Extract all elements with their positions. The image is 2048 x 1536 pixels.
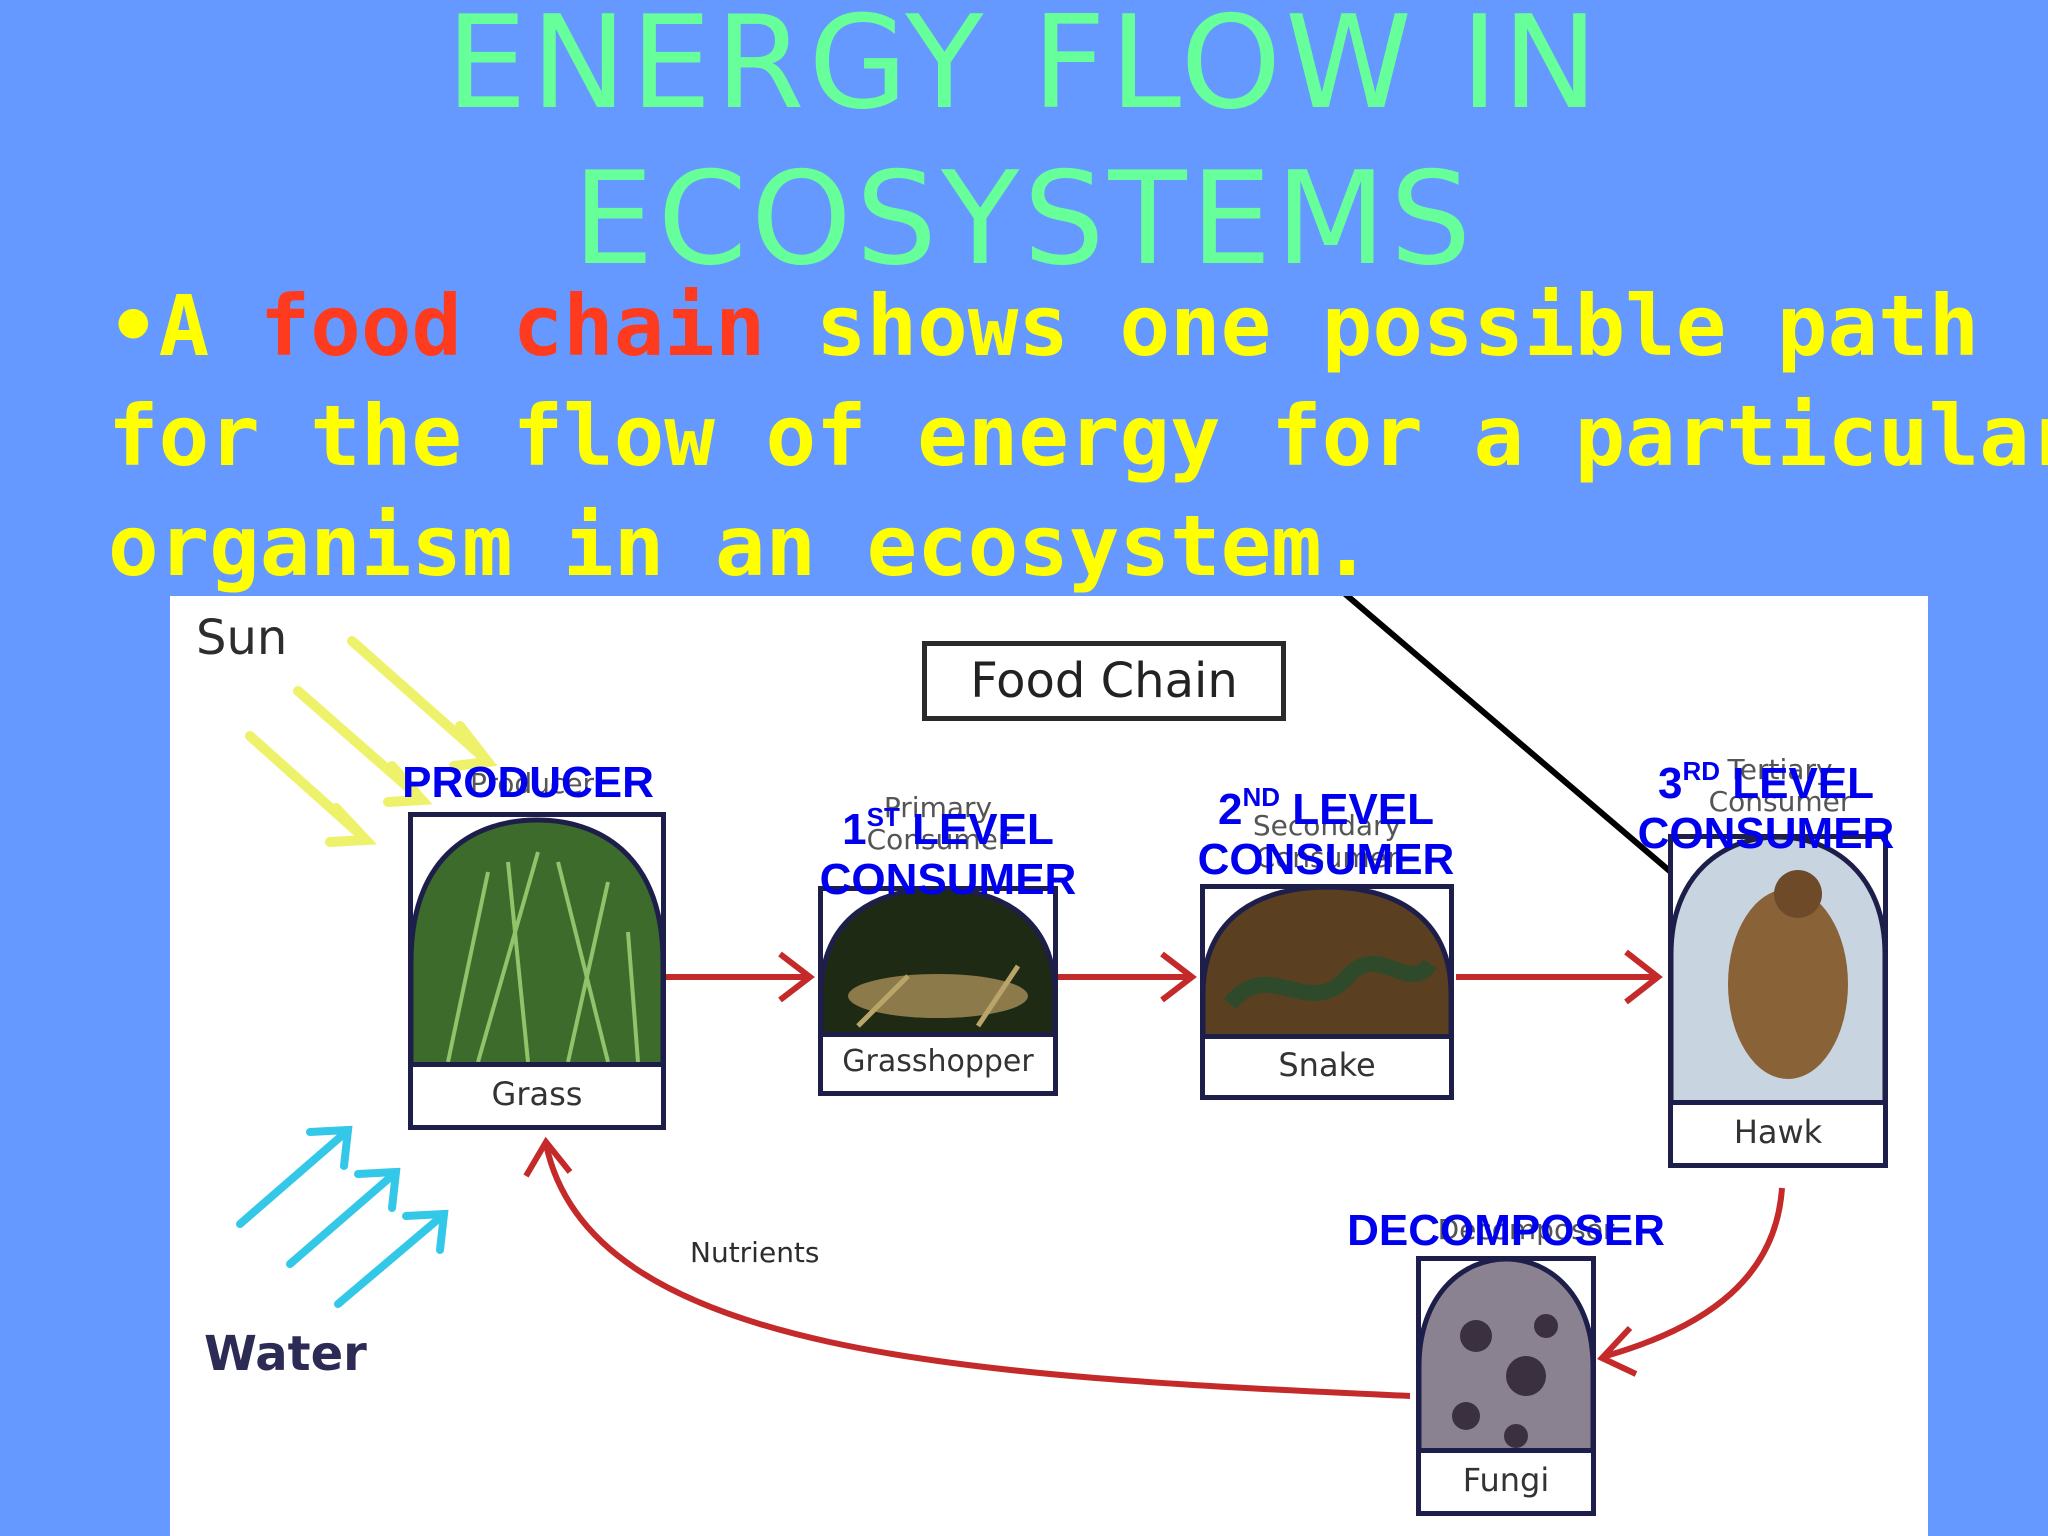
grass-caption: Grass: [413, 1062, 661, 1125]
grasshopper-original-label-1: Primary: [883, 791, 993, 824]
second-level-sup: ND: [1242, 782, 1280, 812]
food-chain-arrows: [523, 949, 1785, 1399]
snake-caption: Snake: [1205, 1034, 1449, 1095]
hawk-original-label-2: Consumer: [1708, 785, 1852, 818]
first-level-line2: CONSUMER: [819, 855, 1077, 904]
hawk-caption: Hawk: [1673, 1100, 1883, 1163]
body-line-2: for the flow of energy for a particular: [108, 387, 2048, 485]
title-line-1: ENERGY FLOW IN: [446, 0, 1602, 138]
water-arrows-icon: [236, 1125, 449, 1308]
third-level-num: 3: [1657, 759, 1683, 808]
grass-card: Grass: [408, 812, 666, 1130]
grasshopper-card: Grasshopper: [818, 886, 1058, 1096]
hawk-original-label-1: Tertiary: [1727, 753, 1833, 786]
body-line-3: organism in an ecosystem.: [108, 497, 1373, 595]
third-level-sup: RD: [1682, 756, 1720, 786]
third-level-rest: LEVEL: [1720, 759, 1875, 808]
second-level-rest: LEVEL: [1280, 785, 1435, 834]
grass-image: [408, 817, 666, 1080]
water-label: Water: [204, 1326, 367, 1382]
decomposer-original-label: Decomposer: [1437, 1213, 1615, 1246]
decomposer-label: DECOMPOSER: [1347, 1206, 1665, 1255]
title-line-2: ECOSYSTEMS: [572, 145, 1476, 294]
second-level-line2: CONSUMER: [1197, 835, 1455, 884]
sun-rays-icon: [245, 636, 498, 847]
snake-original-label-1: Secondary: [1252, 809, 1402, 842]
snake-image: [1200, 884, 1454, 1043]
nutrients-label: Nutrients: [690, 1236, 820, 1269]
first-level-sup: ST: [866, 802, 900, 832]
sun-label: Sun: [196, 610, 288, 666]
bullet: •A: [108, 277, 260, 375]
second-level-num: 2: [1217, 785, 1243, 834]
producer-original-label: Producer: [470, 767, 595, 800]
body-line-1: •A food chain shows one possible path: [108, 272, 2008, 380]
snake-original-label-2: Consumer: [1255, 841, 1399, 874]
third-level-line2: CONSUMER: [1637, 809, 1895, 858]
fungi-image: [1416, 1256, 1596, 1465]
grasshopper-image: [818, 886, 1058, 1045]
hawk-image: [1668, 834, 1888, 1113]
food-chain-highlight: food chain: [259, 277, 766, 375]
first-level-rest: LEVEL: [899, 805, 1054, 854]
food-chain-heading: Food Chain: [922, 641, 1286, 721]
first-level-num: 1: [842, 805, 867, 854]
fungi-card: Fungi: [1416, 1256, 1596, 1516]
body-line-1-rest: shows one possible path: [765, 277, 1980, 375]
snake-card: Snake: [1200, 884, 1454, 1100]
grasshopper-original-label-2: Consumer: [866, 823, 1010, 856]
food-chain-diagram: Sun Water Nutrients Food Chain Grass Pro…: [170, 596, 1928, 1536]
grasshopper-caption: Grasshopper: [823, 1032, 1053, 1091]
producer-label: PRODUCER: [402, 758, 654, 807]
fungi-caption: Fungi: [1421, 1448, 1591, 1511]
hawk-card: Hawk: [1668, 834, 1888, 1168]
